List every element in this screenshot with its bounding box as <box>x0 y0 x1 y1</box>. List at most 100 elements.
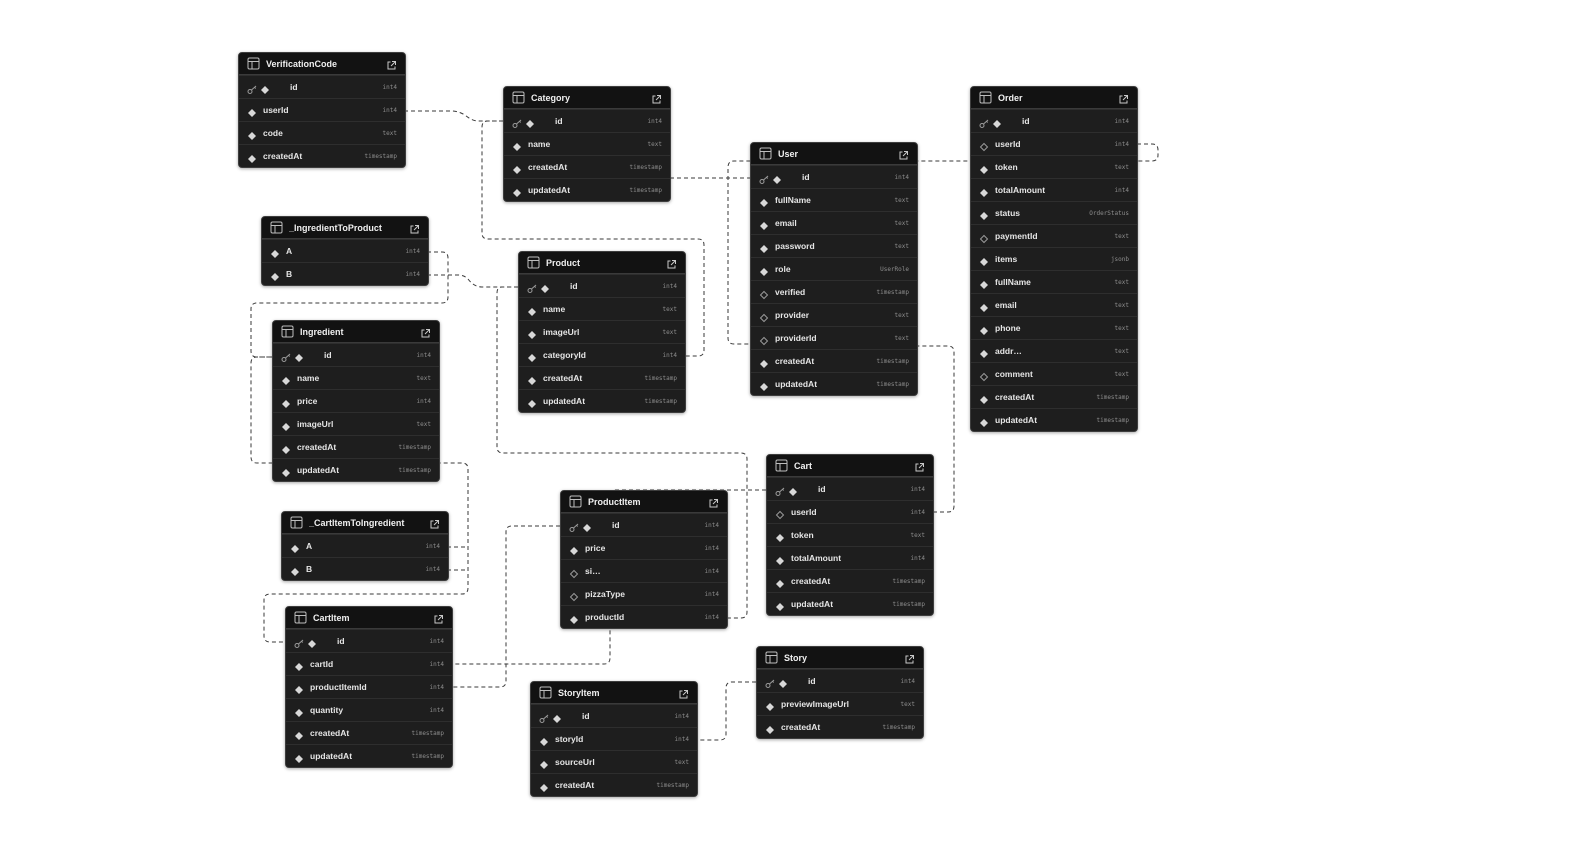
external-link-icon[interactable] <box>678 687 689 699</box>
external-link-icon[interactable] <box>1118 92 1129 104</box>
table-header[interactable]: VerificationCode <box>239 53 405 75</box>
table-header[interactable]: Story <box>757 647 923 669</box>
table-header[interactable]: Category <box>504 87 670 109</box>
table-header[interactable]: Cart <box>767 455 933 477</box>
table-header[interactable]: Ingredient <box>273 321 439 343</box>
table-header[interactable]: ProductItem <box>561 491 727 513</box>
external-link-icon[interactable] <box>666 257 677 269</box>
external-link-icon[interactable] <box>651 92 662 104</box>
table-header[interactable]: Order <box>971 87 1137 109</box>
external-link-icon[interactable] <box>708 496 719 508</box>
table-header[interactable]: StoryItem <box>531 682 697 704</box>
external-link-icon[interactable] <box>409 222 420 234</box>
external-link-icon[interactable] <box>433 612 444 624</box>
external-link-icon[interactable] <box>420 326 431 338</box>
column-row[interactable]: si…int4 <box>561 559 727 582</box>
external-link-icon[interactable] <box>898 148 909 160</box>
external-link-icon[interactable] <box>914 460 925 472</box>
table-header[interactable]: User <box>751 143 917 165</box>
table-header[interactable]: _IngredientToProduct <box>262 217 428 239</box>
table-header[interactable]: _CartItemToIngredient <box>282 512 448 534</box>
column-row[interactable]: addr…text <box>971 339 1137 362</box>
table-header[interactable]: Product <box>519 252 685 274</box>
table-header[interactable]: CartItem <box>286 607 452 629</box>
external-link-icon[interactable] <box>904 652 915 664</box>
